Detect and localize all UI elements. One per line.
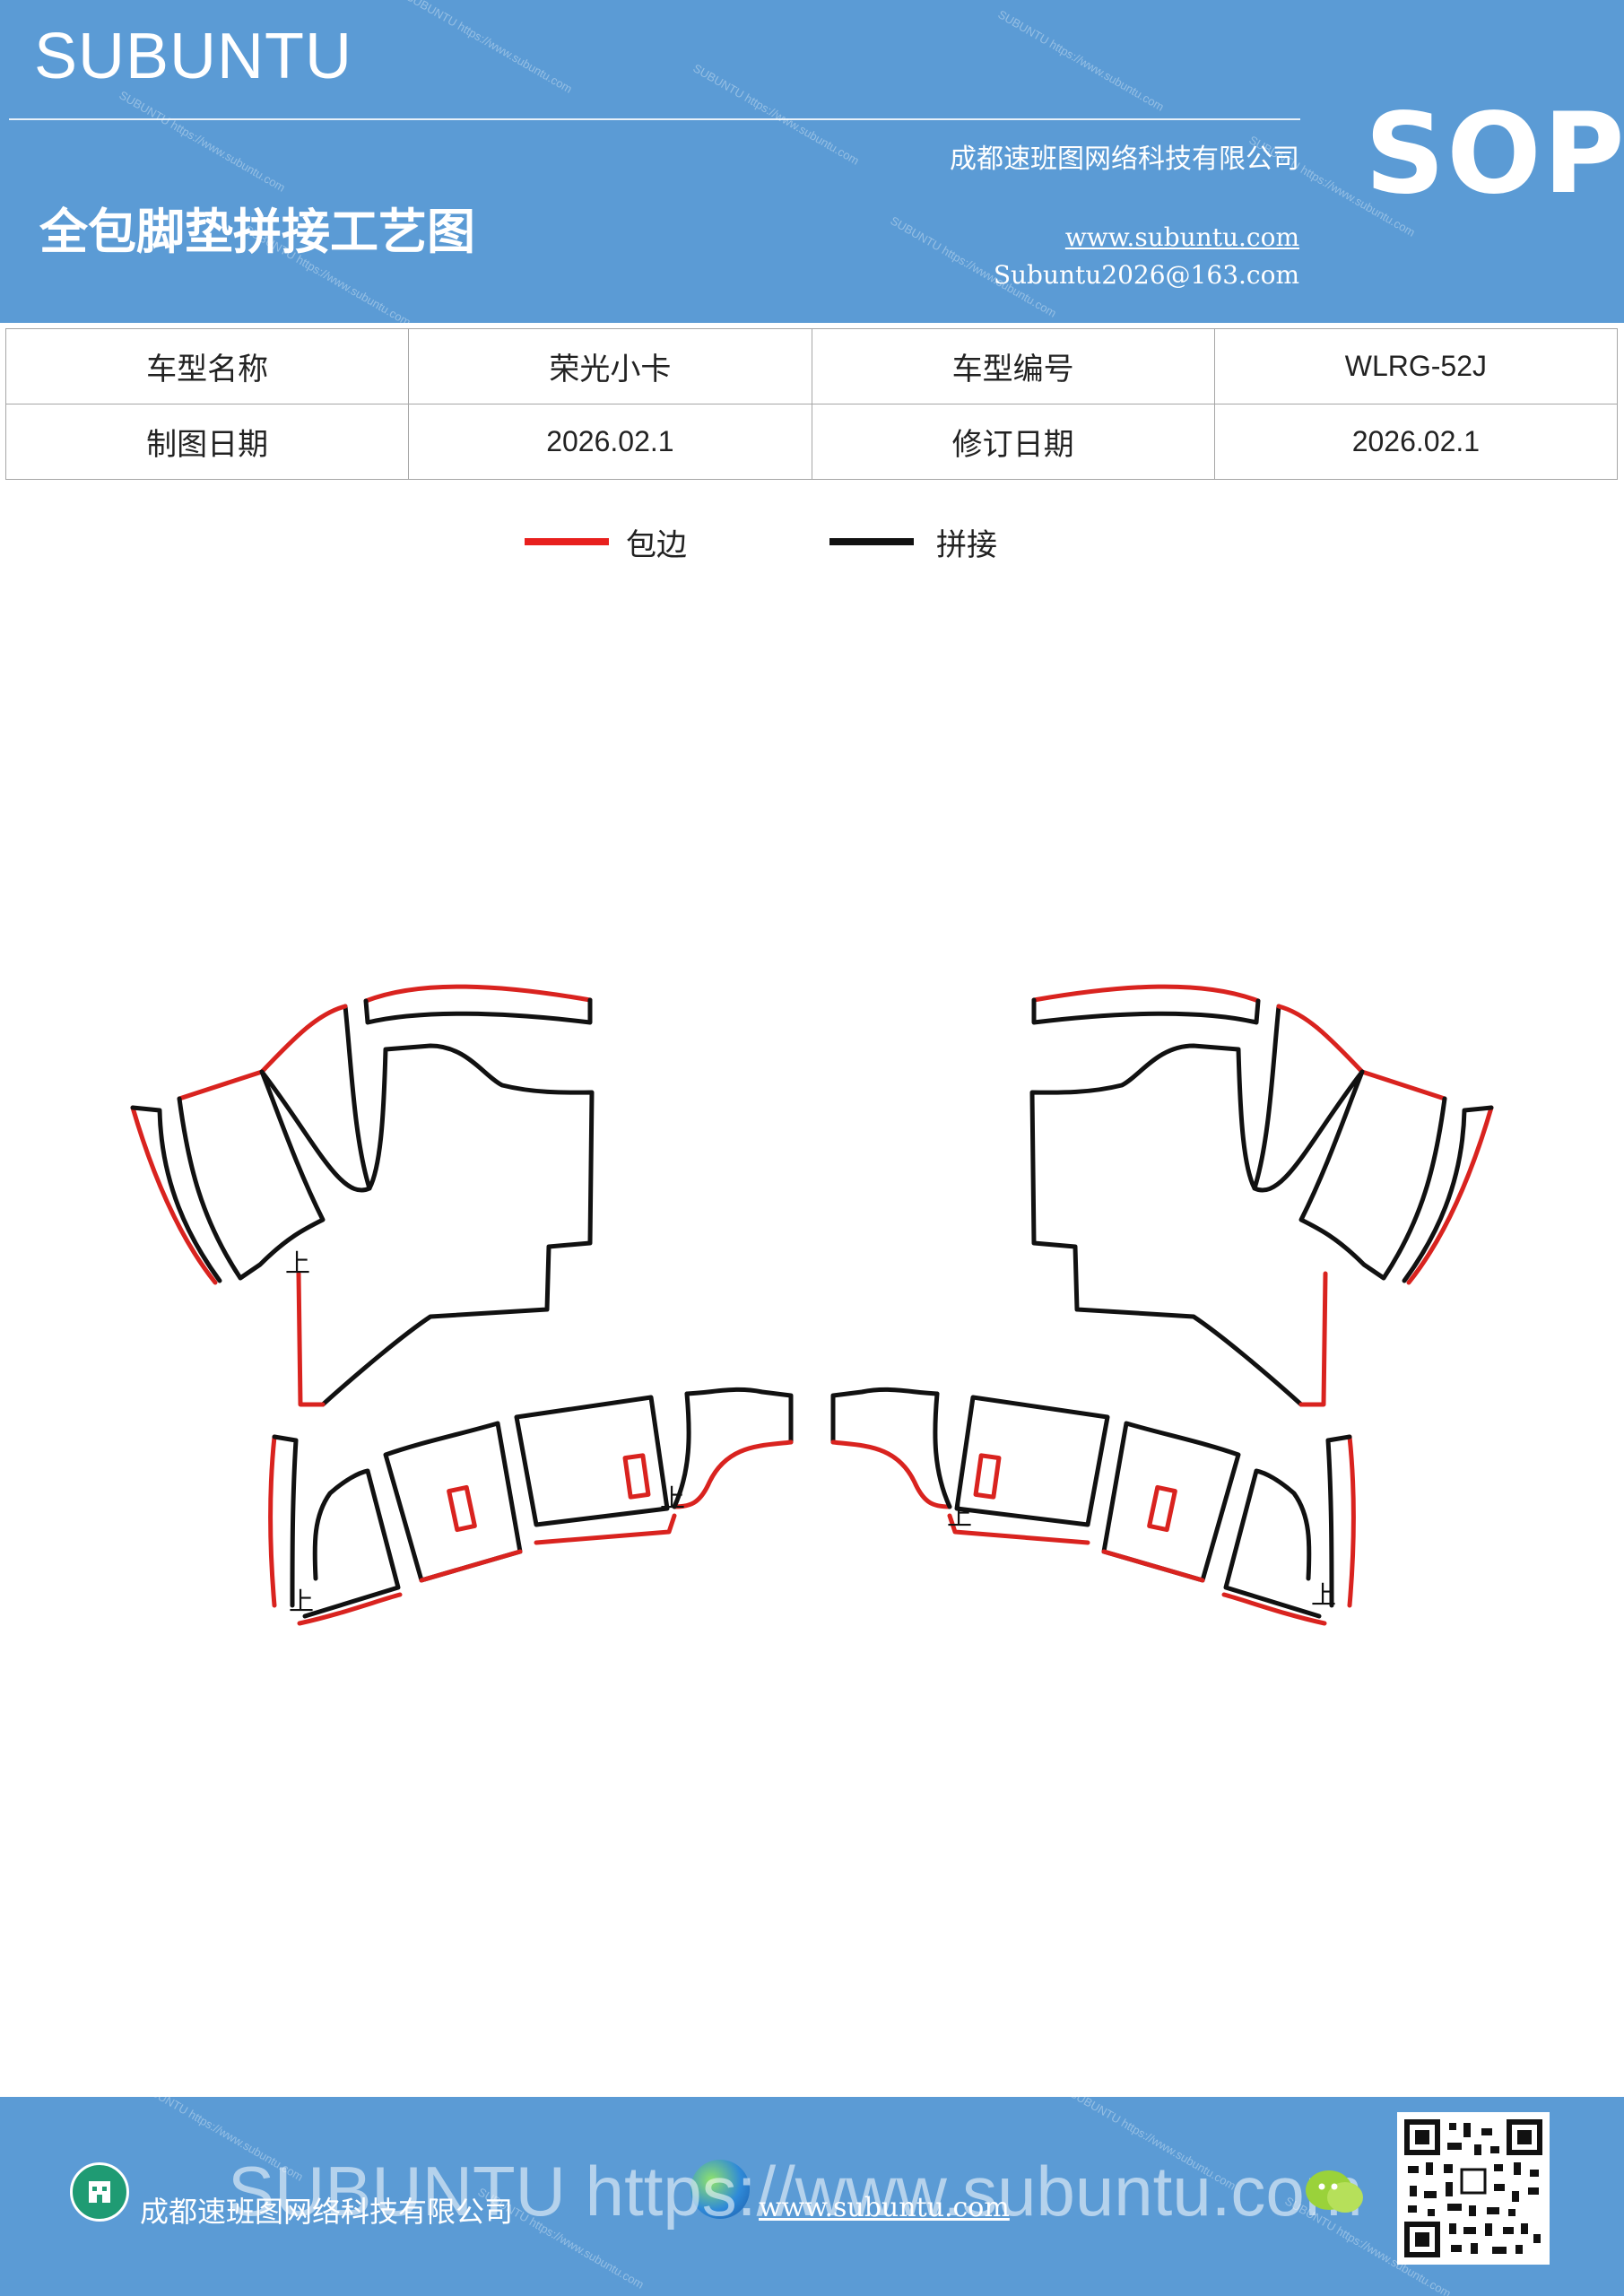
header-divider: [9, 118, 1300, 120]
mat-piece: [363, 997, 593, 1025]
legend-seam-swatch: [829, 538, 914, 545]
mat-piece: [1406, 1105, 1494, 1285]
vehicle-name-label: 车型名称: [4, 328, 410, 404]
mat-piece: [272, 1434, 299, 1608]
vehicle-code-value: WLRG-52J: [1213, 328, 1619, 404]
vehicle-name-value: 荣光小卡: [408, 328, 812, 404]
right-mat-set: [830, 984, 1494, 1626]
mat-piece: [1031, 997, 1261, 1025]
footer-banner: SUBUNTU https://www.subuntu.com SUBUNTU …: [0, 2097, 1624, 2296]
mat-piece: [1029, 1004, 1304, 1407]
footer-company-name: 成都速班图网络科技有限公司: [140, 2195, 514, 2229]
mat-piece: [534, 1513, 677, 1545]
page-title: 全包脚垫拼接工艺图: [39, 203, 475, 260]
watermark: SUBUNTU https://www.subuntu.com: [404, 0, 575, 96]
email-address[interactable]: Subuntu2026@163.com: [993, 260, 1299, 290]
mat-piece: [302, 1468, 401, 1619]
company-name: 成都速班图网络科技有限公司: [950, 144, 1299, 175]
website-link[interactable]: www.subuntu.com: [1064, 222, 1299, 252]
mat-piece: [130, 1105, 222, 1283]
heel-pad: [973, 1453, 1002, 1500]
mat-piece: [1031, 984, 1261, 1004]
mat-piece: [1101, 1421, 1241, 1583]
mat-piece: [297, 1592, 403, 1626]
mat-piece: [672, 1439, 794, 1509]
mat-piece: [320, 1004, 595, 1407]
vehicle-info-table: 车型名称 荣光小卡 车型编号 WLRG-52J 制图日期 2026.02.1 修…: [4, 328, 1619, 480]
legend-edge-swatch: [525, 538, 609, 545]
up-marker: 上: [289, 1587, 314, 1616]
footer-watermark-text: SUBUNTU https://www.subuntu.com: [228, 2152, 1363, 2231]
footer-website-link[interactable]: www.subuntu.com: [759, 2192, 1010, 2223]
mat-piece: [1101, 1549, 1205, 1583]
mat-piece: [419, 1549, 523, 1583]
qr-code[interactable]: [1397, 2112, 1550, 2265]
left-mat-set: 上 上 上: [130, 984, 794, 1626]
globe-icon: [690, 2160, 750, 2219]
up-marker: 上: [660, 1483, 685, 1513]
mat-piece: [130, 1105, 218, 1285]
heel-pad: [622, 1453, 651, 1500]
mat-piece: [672, 1391, 691, 1509]
watermark: SUBUNTU https://www.subuntu.com: [117, 88, 288, 195]
mat-piece: [1221, 1592, 1327, 1626]
table-row: 车型名称 荣光小卡 车型编号 WLRG-52J: [4, 328, 1619, 404]
mat-piece: [259, 1004, 348, 1074]
building-icon: [70, 2162, 129, 2222]
qr-code-image: [1404, 2119, 1542, 2257]
mat-piece: [830, 1387, 940, 1445]
sop-badge: SOP: [1365, 90, 1624, 219]
up-marker: 上: [947, 1501, 972, 1531]
draw-date-label: 制图日期: [4, 404, 410, 480]
mat-piece: [830, 1439, 952, 1509]
revision-date-value: 2026.02.1: [1213, 404, 1619, 480]
table-row: 制图日期 2026.02.1 修订日期 2026.02.1: [4, 404, 1619, 480]
revision-date-label: 修订日期: [811, 404, 1215, 480]
vehicle-code-label: 车型编号: [811, 328, 1215, 404]
mat-piece: [363, 984, 593, 1004]
mat-piece: [1252, 1069, 1447, 1281]
mat-piece: [933, 1391, 952, 1509]
mat-piece: [1298, 1271, 1328, 1407]
mat-piece: [268, 1434, 277, 1608]
watermark: SUBUNTU https://www.subuntu.com: [690, 61, 862, 168]
legend-seam-label: 拼接: [936, 527, 997, 563]
up-marker: 上: [285, 1248, 310, 1278]
heel-pad: [447, 1484, 477, 1533]
up-marker: 上: [1311, 1580, 1336, 1610]
mat-piece: [684, 1387, 794, 1445]
mat-piece: [1223, 1468, 1322, 1619]
mat-piece: [177, 1069, 265, 1101]
brand-logo-text: SUBUNTU: [34, 21, 353, 92]
mat-piece: [514, 1395, 670, 1527]
draw-date-value: 2026.02.1: [408, 404, 812, 480]
legend: 包边 拼接: [0, 520, 1624, 574]
floor-mat-splice-diagram: 上 上 上: [130, 984, 1494, 1626]
watermark: SUBUNTU https://www.subuntu.com: [995, 7, 1167, 114]
mat-piece: [1347, 1434, 1356, 1608]
mat-piece: [1276, 1004, 1365, 1074]
mat-piece: [296, 1271, 326, 1407]
wechat-icon: [1304, 2165, 1367, 2219]
mat-piece: [1402, 1105, 1494, 1283]
mat-piece: [947, 1513, 1090, 1545]
header-banner: SUBUNTU https://www.subuntu.com SUBUNTU …: [0, 0, 1624, 323]
mat-piece: [1325, 1434, 1352, 1608]
mat-piece: [383, 1421, 523, 1583]
mat-piece: [954, 1395, 1110, 1527]
legend-edge-label: 包边: [626, 527, 687, 563]
heel-pad: [1147, 1484, 1177, 1533]
mat-piece: [177, 1069, 372, 1281]
mat-piece: [1359, 1069, 1447, 1101]
